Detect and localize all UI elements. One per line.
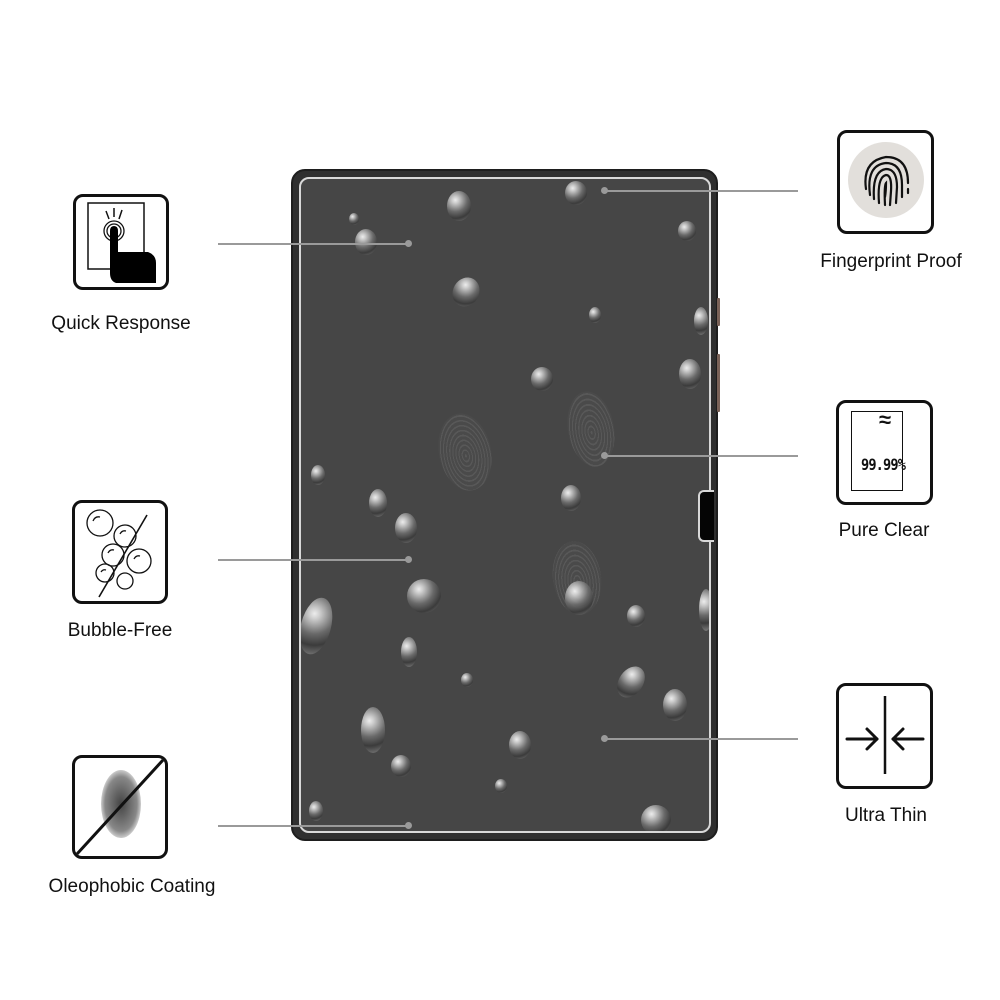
bubbles-crossed-icon [86,509,152,598]
front-camera [698,490,714,542]
water-drop [495,779,507,793]
water-drop [369,489,387,517]
water-drop [447,272,485,312]
leader-line-bubble-free [218,559,408,561]
water-drop [561,485,581,511]
fingerprint-smudge [431,408,499,496]
leader-line-pure-clear [604,455,798,457]
water-drop [461,673,473,687]
water-drop [678,221,696,241]
tablet-screen-protector [299,177,711,833]
water-drop [641,805,671,831]
fingerprint-proof-badge [837,130,934,234]
touch-finger-icon [87,202,156,283]
fingerprint-smudge [561,387,621,471]
water-drop [565,581,593,615]
bubble-free-badge [72,500,168,604]
leader-line-fingerprint-proof [604,190,798,192]
water-drop [361,707,385,753]
pure-clear-label: Pure Clear [838,520,930,541]
arrows-inward-icon [845,696,925,774]
power-button [717,354,720,412]
water-drop [679,359,701,389]
water-drop [311,465,325,485]
fingerprint-icon [848,142,924,218]
water-drop [509,731,531,759]
ultra-thin-label: Ultra Thin [844,805,928,826]
water-drop [699,589,709,631]
water-drop [395,513,417,543]
volume-button [717,298,720,326]
bubble-free-label: Bubble-Free [67,620,173,641]
clarity-value: 99.99% [861,455,906,474]
leader-line-oleophobic [218,825,408,827]
water-drop [301,594,338,658]
pure-clear-badge: ≈ 99.99% [836,400,933,505]
water-drop [589,307,601,323]
water-drop [401,637,417,667]
water-drop [663,689,687,721]
water-drop [355,229,377,255]
water-drop [349,213,359,225]
water-drop [309,801,323,821]
leader-line-quick-response [218,243,408,245]
oleophobic-coating-badge [72,755,168,859]
quick-response-label: Quick Response [51,313,191,334]
fingerprint-crossed-icon [75,758,165,856]
leader-line-ultra-thin [604,738,798,740]
water-drop [627,605,645,627]
transparency-icon [851,411,903,491]
water-drop [611,661,651,703]
ultra-thin-badge [836,683,933,789]
fingerprint-proof-label: Fingerprint Proof [820,251,962,272]
wave-icon: ≈ [879,407,892,432]
water-drop [565,181,587,205]
water-drop [447,191,471,221]
oleophobic-coating-label: Oleophobic Coating [48,876,216,897]
water-drop [694,307,708,335]
leader-dot [405,822,412,829]
water-drop [391,755,411,777]
leader-dot [405,556,412,563]
quick-response-badge [73,194,169,290]
water-drop [531,367,553,391]
water-drop [407,579,441,613]
leader-dot [405,240,412,247]
